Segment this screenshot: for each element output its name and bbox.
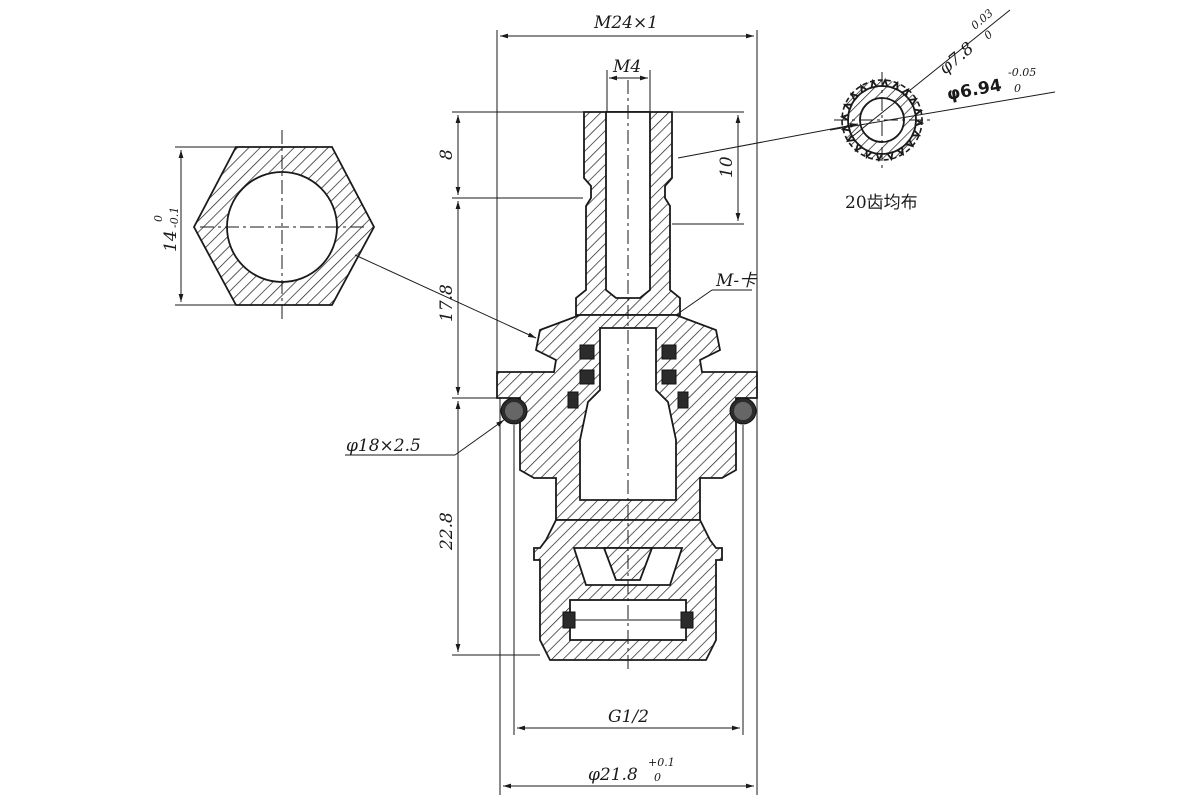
hex-flats-dim: 14 <box>161 230 181 252</box>
spline-tooth <box>895 146 905 157</box>
spline-tooth <box>904 138 915 148</box>
cartridge-section <box>345 30 758 795</box>
spline-tooth <box>842 103 854 112</box>
spline-tooth <box>859 83 869 94</box>
oring-dim: φ18×2.5 <box>346 436 421 456</box>
spline-minor-dim: φ6.94 <box>945 76 1003 105</box>
spline-major-tol-upper: 0.03 <box>969 7 996 33</box>
spline-tooth <box>870 78 879 89</box>
spline-tooth <box>849 92 860 102</box>
hex-flats-tol-upper: 0 <box>152 215 165 222</box>
spline-note: 20齿均布 <box>845 193 918 213</box>
outer-dia-dim: φ21.8 <box>588 765 638 785</box>
hex-leader <box>354 254 537 339</box>
outer-dia-tol-upper: +0.1 <box>648 756 675 769</box>
spline-tooth <box>890 80 899 92</box>
spline-leader <box>677 123 859 159</box>
clip-label: M-卡 <box>715 271 758 291</box>
thread-stem-dim: M4 <box>612 57 641 77</box>
thread-top-dim: M24×1 <box>593 13 658 33</box>
hex-flats-tol-lower: -0.1 <box>168 207 181 228</box>
spline-tooth <box>913 108 924 117</box>
spline-major-leader <box>847 9 1011 141</box>
height-bottom-dim: 22.8 <box>437 512 457 551</box>
height-top-dim: 8 <box>437 149 457 160</box>
spline-major-dim: φ7.8 <box>935 38 978 78</box>
spline-minor-tol-upper: -0.05 <box>1008 66 1036 79</box>
spline-minor-tol-lower: 0 <box>1014 82 1021 95</box>
hex-section-view <box>175 130 376 320</box>
spline-length-dim: 10 <box>717 156 737 178</box>
spline-tooth <box>908 97 919 107</box>
outer-dia-tol-lower: 0 <box>654 771 661 784</box>
spline-tooth <box>854 142 864 153</box>
spline-tooth <box>910 128 922 137</box>
spline-minor-leader <box>829 91 1056 131</box>
spline-tooth <box>885 151 894 162</box>
spline-tooth <box>839 113 850 122</box>
spline-tooth <box>865 148 874 160</box>
spline-detail-view <box>834 72 930 170</box>
spline-tooth <box>875 152 884 163</box>
height-mid-dim: 17.8 <box>437 284 457 322</box>
spline-tooth <box>880 77 889 88</box>
thread-bottom-dim: G1/2 <box>608 707 649 727</box>
clip-leader <box>675 289 713 316</box>
spline-major-tol-lower: 0 <box>982 28 996 42</box>
spline-tooth <box>914 118 925 127</box>
